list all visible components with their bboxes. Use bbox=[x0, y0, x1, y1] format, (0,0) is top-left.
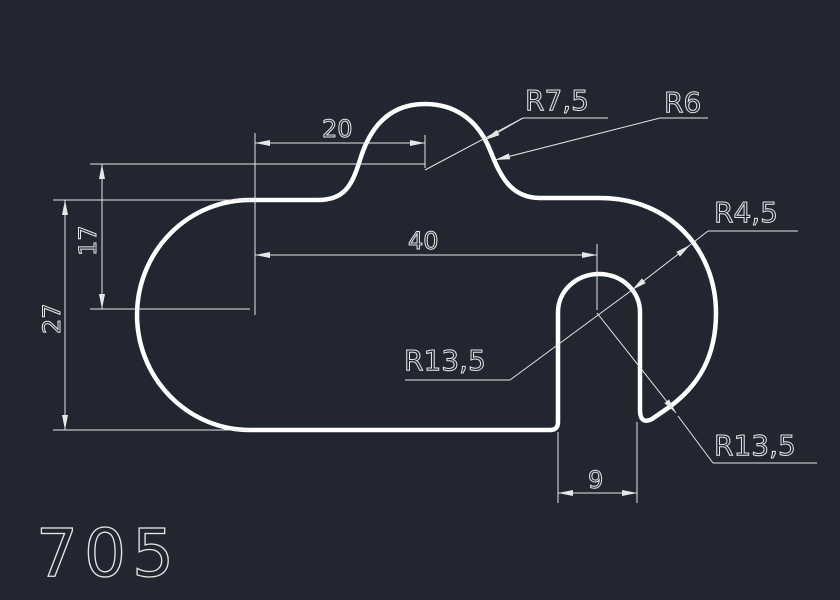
dimension-text-27: 27 bbox=[38, 303, 66, 334]
profile-outline bbox=[134, 101, 719, 433]
dimension-text-40: 40 bbox=[408, 227, 439, 255]
radius-r13-5-left: R13,5 bbox=[404, 289, 633, 381]
radius-text-r13-5-left: R13,5 bbox=[404, 344, 486, 377]
radius-r6: R6 bbox=[494, 86, 708, 161]
dimension-text-17: 17 bbox=[74, 225, 102, 256]
radius-r4-5: R4,5 bbox=[631, 196, 798, 291]
radius-text-r4-5: R4,5 bbox=[714, 196, 778, 229]
dimension-text-9: 9 bbox=[588, 466, 603, 494]
part-number: 705 bbox=[36, 515, 180, 592]
dimension-40: 40 bbox=[255, 227, 598, 310]
dimension-9: 9 bbox=[557, 422, 638, 503]
dimension-27: 27 bbox=[38, 199, 250, 431]
radius-text-r13-5-right: R13,5 bbox=[714, 429, 796, 462]
dimension-17: 17 bbox=[74, 163, 425, 310]
dimension-20: 20 bbox=[254, 115, 426, 315]
radius-text-r6: R6 bbox=[664, 86, 701, 119]
radius-text-r7-5: R7,5 bbox=[525, 84, 589, 117]
radius-r7-5: R7,5 bbox=[424, 84, 608, 171]
dimension-text-20: 20 bbox=[322, 115, 353, 143]
radius-r13-5-right: R13,5 bbox=[596, 312, 817, 464]
